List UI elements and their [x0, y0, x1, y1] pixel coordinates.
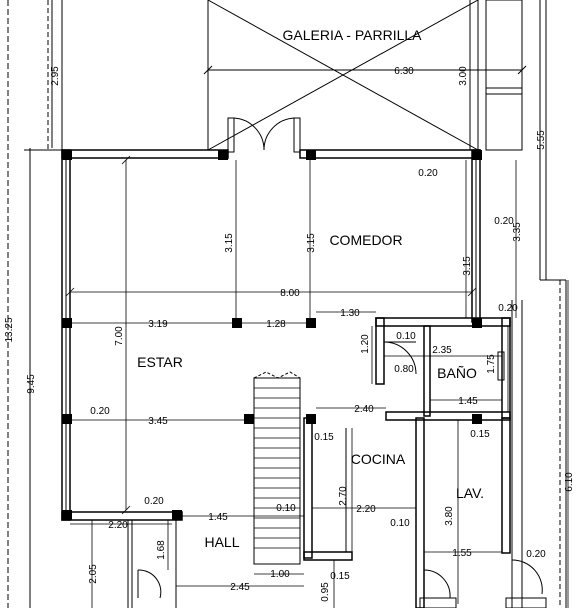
extension-lines [7, 0, 567, 608]
dimension-label: 3.00 [458, 66, 469, 86]
column [172, 510, 182, 520]
door-swing [511, 559, 543, 595]
dimension-label: 0.80 [394, 364, 414, 375]
galeria-column-box [485, 0, 523, 151]
dimension-label: 0.20 [494, 216, 514, 227]
dimension-label: 0.10 [396, 331, 416, 342]
roof-diagonal-b [207, 0, 479, 151]
dimension-label: 0.20 [498, 303, 518, 314]
door-swing [263, 117, 295, 151]
dimension-label: 2.20 [108, 520, 128, 531]
dimension-label: 3.35 [512, 222, 523, 242]
dimension-label: 1.28 [266, 319, 286, 330]
dimension-label: 1.45 [458, 396, 478, 407]
dimension-label: 0.20 [144, 496, 164, 507]
dimension-label: 7.00 [114, 326, 125, 346]
door-swing [233, 117, 265, 151]
door-swing [137, 569, 162, 599]
column [306, 414, 316, 424]
column [472, 414, 482, 424]
column [472, 318, 482, 328]
column [62, 318, 72, 328]
dimension-label: 2.05 [88, 564, 99, 584]
column [244, 414, 254, 424]
dimension-label: 0.20 [90, 406, 110, 417]
dimension-label: 0.10 [276, 503, 296, 514]
column [218, 150, 228, 160]
room-label-hall: HALL [204, 534, 239, 550]
dimension-label: 1.68 [156, 540, 167, 560]
dimension-label: 0.10 [390, 518, 410, 529]
door-leaf [227, 117, 235, 153]
dimension-label: 1.55 [452, 548, 472, 559]
dimension-lines [65, 155, 569, 608]
room-label-cocina: COCINA [351, 451, 406, 467]
column [62, 150, 72, 160]
room-label-galeria: GALERIA - PARRILLA [282, 27, 422, 43]
dimension-label: 0.15 [470, 429, 490, 440]
room-label-lav: LAV. [456, 485, 484, 501]
dimension-label: 0.95 [320, 582, 331, 602]
column [62, 510, 72, 520]
dimension-label: 13.25 [4, 317, 15, 342]
dimension-label: 6.10 [564, 472, 575, 492]
dimension-label: 2.40 [354, 404, 374, 415]
dimension-label: 8.00 [280, 288, 300, 299]
dimension-label: 0.20 [418, 168, 438, 179]
dimension-label: 5.55 [536, 130, 547, 150]
dimension-label: 3.19 [148, 319, 168, 330]
room-label-estar: ESTAR [137, 354, 183, 370]
column [472, 150, 482, 160]
dimension-label: 2.20 [356, 504, 376, 515]
dimension-label: 9.45 [26, 374, 37, 394]
dimension-label: 2.35 [432, 345, 452, 356]
room-label-bano: BAÑO [437, 365, 477, 381]
door-swing [423, 569, 451, 599]
doors [137, 117, 547, 608]
dimension-label: 0.15 [314, 432, 334, 443]
dimension-label: 3.15 [462, 256, 473, 276]
dimension-label: 2.70 [338, 486, 349, 506]
dimension-labels: 6.30 2.95 3.00 5.55 13.25 9.45 0.20 0.20… [4, 66, 575, 602]
dimension-label: 1.75 [486, 354, 497, 374]
columns [62, 150, 482, 520]
dimension-label: 1.45 [208, 512, 228, 523]
dimension-label: 3.45 [148, 416, 168, 427]
dimension-label: 2.45 [230, 582, 250, 593]
dimension-label: 6.30 [394, 66, 414, 77]
column [306, 150, 316, 160]
dimension-label: 1.30 [340, 308, 360, 319]
dimension-label: 1.00 [270, 569, 290, 580]
galeria-area [61, 0, 527, 151]
dimension-label: 3.15 [224, 233, 235, 253]
dimension-label: 3.80 [444, 506, 455, 526]
dimension-label: 2.95 [50, 66, 61, 86]
door-leaf [293, 117, 301, 153]
stairs [253, 371, 301, 565]
dimension-label: 1.20 [360, 334, 371, 354]
column [62, 414, 72, 424]
room-labels: GALERIA - PARRILLA COMEDOR ESTAR BAÑO CO… [137, 27, 484, 550]
dimension-label: 0.20 [526, 549, 546, 560]
dimension-label: 3.15 [306, 233, 317, 253]
room-label-comedor: COMEDOR [329, 232, 402, 248]
dimension-label: 0.15 [330, 571, 350, 582]
